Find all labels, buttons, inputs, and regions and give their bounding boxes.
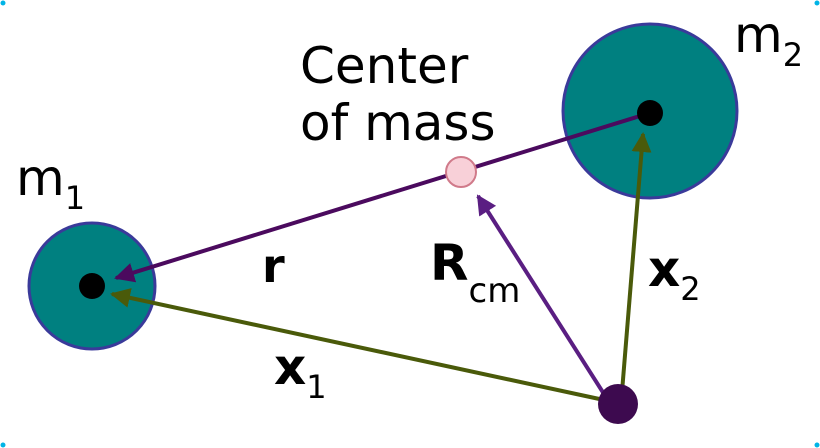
label-m1: m1 bbox=[16, 149, 85, 217]
mass-1-dot bbox=[79, 273, 105, 299]
label-r: r bbox=[262, 239, 285, 293]
label-m2: m2 bbox=[734, 6, 803, 74]
label-x1-sub: 1 bbox=[306, 368, 326, 406]
vector-x1 bbox=[110, 288, 605, 402]
label-m2-sub: 2 bbox=[783, 36, 803, 74]
label-m1-sub: 1 bbox=[65, 179, 85, 217]
vector-rcm bbox=[476, 194, 606, 396]
label-x2-sub: 2 bbox=[680, 270, 700, 308]
center-of-mass-label-line2: of mass bbox=[300, 94, 496, 152]
origin-point bbox=[598, 384, 638, 424]
label-x1-main: x bbox=[274, 338, 306, 396]
label-x2: x2 bbox=[648, 240, 701, 308]
vector-x2 bbox=[620, 132, 652, 393]
frame-dot-bottom-right bbox=[814, 442, 820, 448]
label-x1: x1 bbox=[274, 338, 327, 406]
center-of-mass-label-line1: Center bbox=[300, 37, 469, 95]
label-rcm: Rcm bbox=[430, 234, 520, 311]
center-of-mass-marker bbox=[445, 156, 477, 188]
label-x2-main: x bbox=[648, 240, 680, 298]
label-m2-main: m bbox=[734, 6, 783, 64]
frame-dot-top-left bbox=[0, 0, 6, 6]
label-m1-main: m bbox=[16, 149, 65, 207]
vector-r bbox=[114, 114, 641, 283]
mass-2-dot bbox=[637, 100, 663, 126]
frame-dot-top-right bbox=[814, 0, 820, 6]
label-rcm-main: R bbox=[430, 234, 469, 292]
label-rcm-sub: cm bbox=[469, 271, 521, 311]
frame-dot-bottom-left bbox=[0, 442, 6, 448]
